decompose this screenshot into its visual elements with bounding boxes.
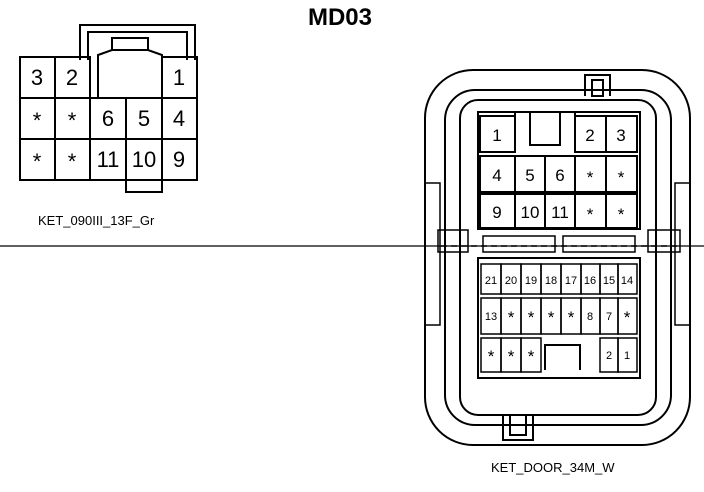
left-latch-outer (79, 24, 196, 60)
right-upper-pin-label: 11 (551, 203, 569, 222)
right-upper-pin-label: 5 (525, 166, 534, 185)
right-lower-cell (617, 337, 638, 373)
right-upper-pin-label: 2 (585, 126, 594, 145)
right-lower-cell (617, 263, 638, 295)
right-upper-pin-label: * (618, 205, 625, 224)
right-upper-pin-label: 10 (521, 203, 540, 222)
right-lower-pin-label: 14 (621, 275, 633, 287)
right-lower-cell (617, 297, 638, 335)
right-lower-key (544, 344, 581, 370)
left-pin-label: * (33, 108, 42, 133)
left-center-key (97, 49, 163, 98)
right-lower-pin-label: 20 (505, 275, 517, 287)
right-lower-pin-label: 16 (584, 275, 596, 287)
right-lock-end-left (437, 229, 469, 253)
left-latch-tab (111, 37, 149, 50)
left-pin-label: * (68, 108, 77, 133)
left-bottom-tab (125, 178, 163, 193)
right-lower-pin-label: 18 (545, 275, 557, 287)
right-top-latch (584, 74, 611, 96)
left-pin-label: 6 (102, 106, 114, 131)
left-pin-label: 2 (66, 65, 78, 90)
right-lower-pin-label: * (548, 308, 555, 327)
right-housing-outer (424, 69, 691, 446)
right-upper-pin-label: 4 (492, 166, 501, 185)
right-lower-pin-label: 15 (603, 275, 615, 287)
right-connector: 1 2 3 4 5 6 * * 9 10 11 * * (424, 69, 691, 475)
right-lock-segment (562, 235, 636, 253)
diagram-title: MD03 (308, 4, 372, 31)
right-upper-pin-label: * (587, 168, 594, 187)
right-lower-pin-label: * (528, 347, 535, 366)
left-pin-label: * (68, 149, 77, 174)
left-cell (161, 138, 198, 181)
right-upper-pin-label: 6 (555, 166, 564, 185)
left-connector-caption: KET_090III_13F_Gr (38, 213, 155, 228)
left-pin-label: 4 (173, 106, 185, 131)
right-lower-cell (520, 337, 542, 373)
right-upper-cell (605, 193, 638, 229)
right-housing-core (459, 99, 657, 416)
left-connector: 3 2 1 * * 6 5 4 * * 11 10 9 KET_090III_1… (19, 24, 198, 228)
right-side-rib-left (425, 182, 441, 326)
right-lower-pin-label: 17 (565, 275, 577, 287)
right-lower-pin-label: 8 (587, 311, 593, 323)
right-housing-inner (444, 89, 672, 426)
right-lock-segment (482, 235, 556, 253)
right-bottom-latch-inner (509, 414, 527, 436)
right-lower-pin-label: * (528, 308, 535, 327)
right-lower-pin-label: * (624, 308, 631, 327)
left-latch-inner (87, 31, 188, 60)
right-upper-pin-label: * (618, 168, 625, 187)
right-connector-caption: KET_DOOR_34M_W (491, 460, 615, 475)
right-lower-pin-label: 13 (485, 311, 497, 323)
right-upper-key (514, 112, 576, 152)
right-bottom-latch (502, 415, 534, 441)
right-lower-block (477, 257, 641, 379)
right-lower-pin-label: 2 (606, 350, 612, 362)
right-lower-pin-label: 1 (624, 350, 630, 362)
right-upper-cell (605, 155, 638, 193)
right-top-latch-inner (591, 79, 604, 97)
right-lower-pin-label: * (508, 347, 515, 366)
right-upper-pin-label: 9 (492, 203, 501, 222)
left-pin-label: 3 (31, 65, 43, 90)
right-lower-pin-label: * (488, 347, 495, 366)
left-pin-label: 5 (138, 106, 150, 131)
right-lower-pin-label: * (568, 308, 575, 327)
left-pin-label: * (33, 149, 42, 174)
right-upper-cell (605, 115, 638, 153)
left-pin-label: 11 (97, 147, 120, 172)
right-lower-pin-label: 7 (606, 311, 612, 323)
right-upper-pin-label: 1 (492, 126, 501, 145)
left-pin-label: 9 (173, 147, 185, 172)
left-pin-label: 10 (132, 147, 156, 172)
right-upper-pin-label: 3 (616, 126, 625, 145)
right-upper-pin-label: * (587, 205, 594, 224)
right-lower-pin-label: 19 (525, 275, 537, 287)
right-lower-pin-label: * (508, 308, 515, 327)
left-pin-label: 1 (173, 65, 185, 90)
right-side-rib-right (674, 182, 690, 326)
right-lock-end-right (647, 229, 681, 253)
right-lower-pin-label: 21 (485, 275, 497, 287)
right-upper-cell (479, 115, 516, 153)
